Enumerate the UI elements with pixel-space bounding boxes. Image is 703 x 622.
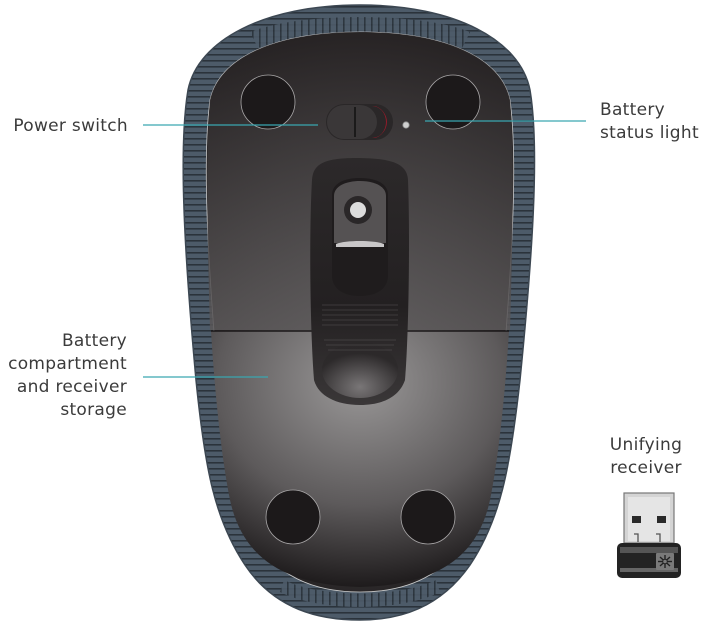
label-line: compartment (8, 354, 127, 374)
label-battery-compartment: Battery compartment and receiver storage (0, 330, 127, 422)
foot-pad-bottom-right (400, 489, 456, 545)
foot-pad-top-left (240, 74, 296, 130)
unifying-receiver (617, 492, 681, 578)
leader-lines (143, 120, 586, 378)
label-battery-status-light: Battery status light (600, 99, 703, 145)
label-line: status light (600, 123, 699, 143)
power-switch[interactable] (326, 104, 393, 140)
label-line: Power switch (13, 116, 128, 136)
foot-pads (240, 74, 481, 545)
foot-pad-top-right (425, 74, 481, 130)
label-line: Battery (600, 100, 666, 120)
label-power-switch: Power switch (4, 115, 128, 138)
label-line: receiver (610, 458, 682, 478)
label-line: storage (60, 400, 127, 420)
sensor-lens-icon (350, 202, 366, 218)
label-unifying-receiver: Unifying receiver (598, 434, 694, 480)
label-line: Unifying (609, 435, 683, 455)
foot-pad-bottom-left (265, 489, 321, 545)
label-line: and receiver (16, 377, 127, 397)
optical-sensor-housing (310, 158, 409, 405)
label-line: Battery (61, 331, 127, 351)
battery-status-light (402, 121, 410, 129)
